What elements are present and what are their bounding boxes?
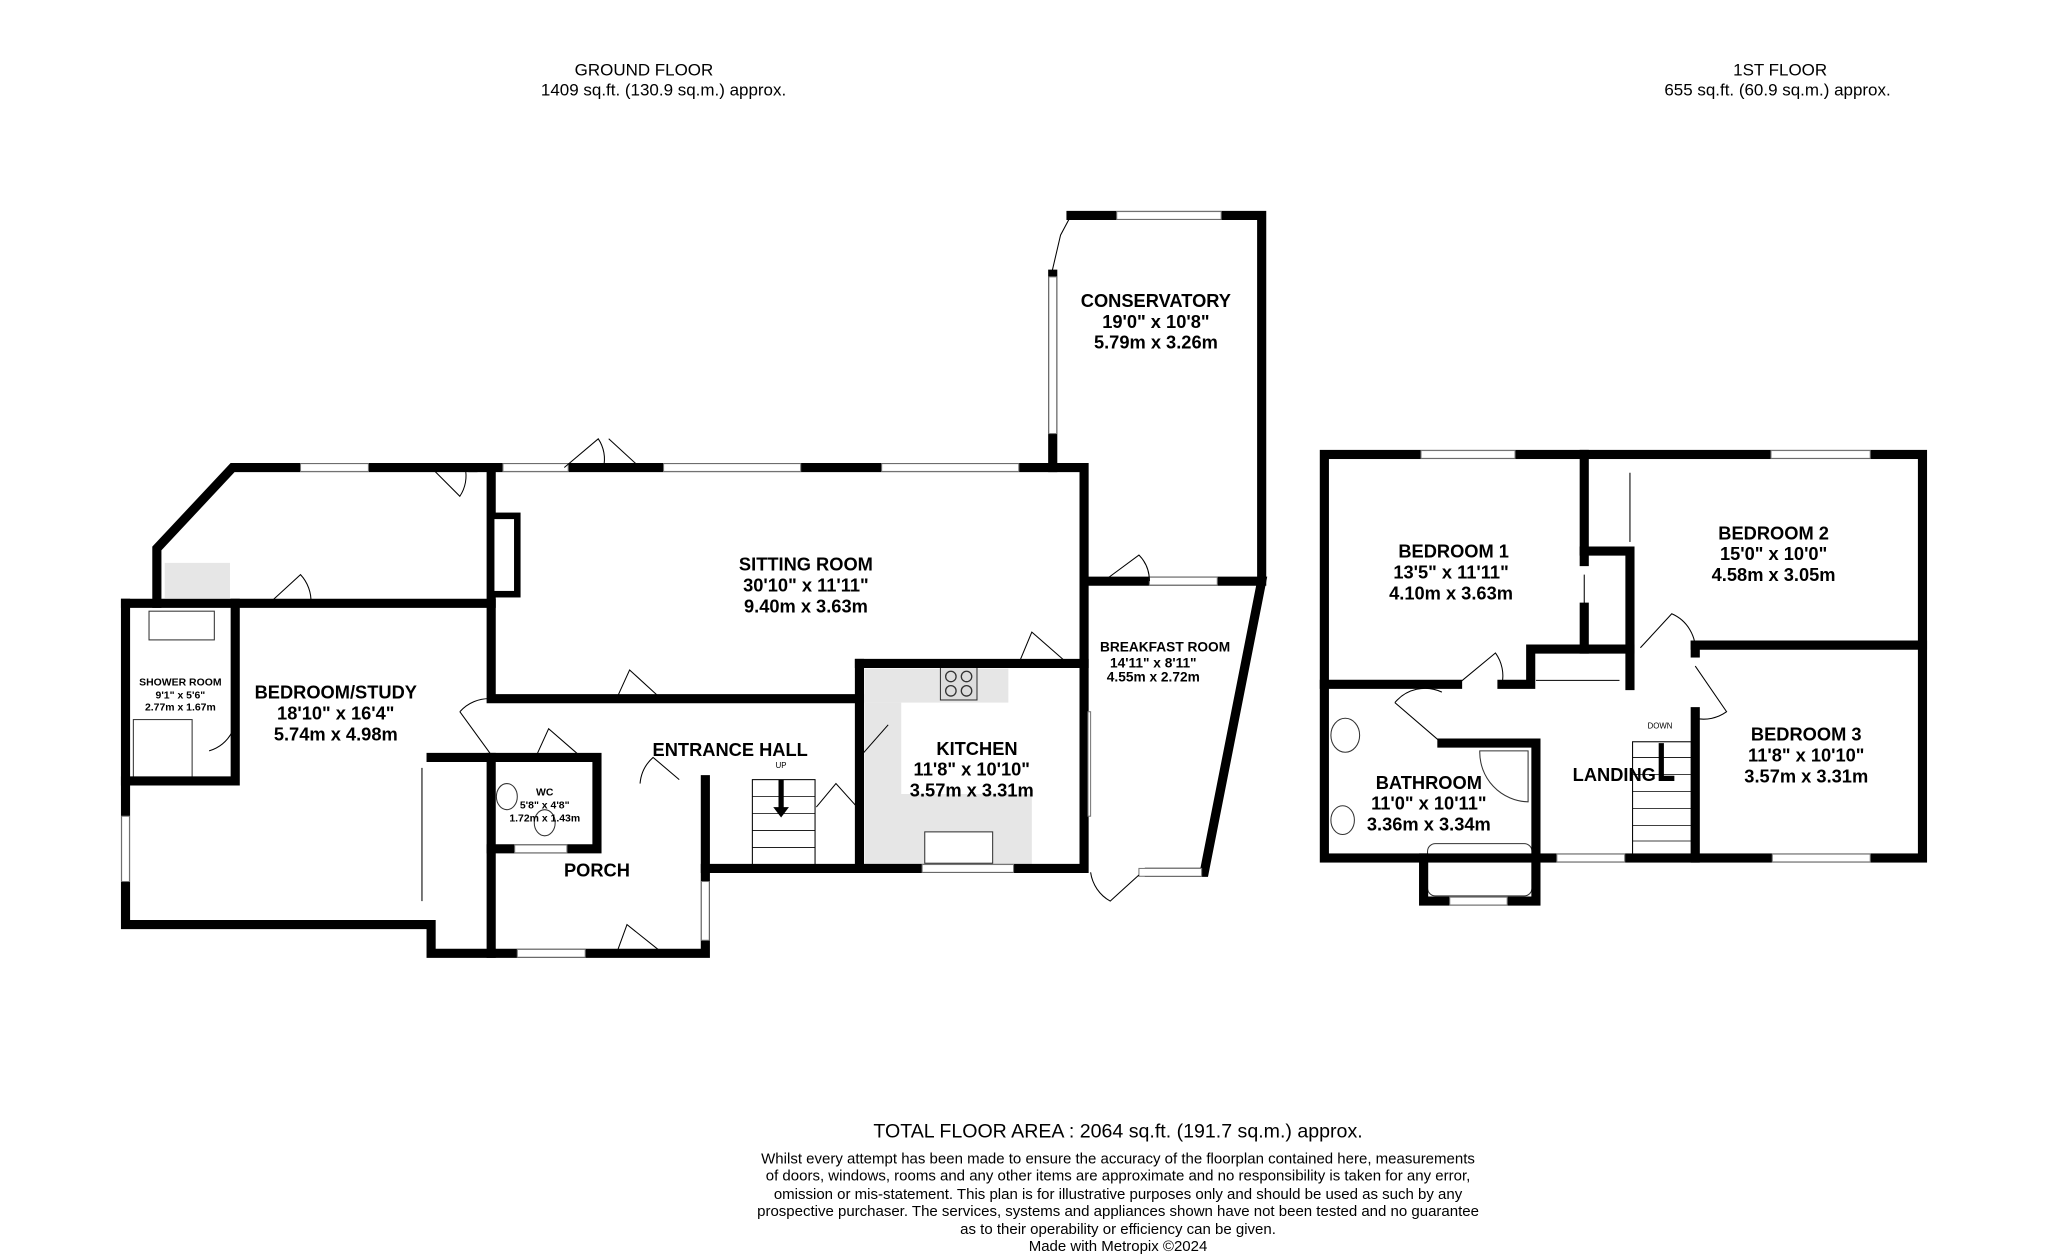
svg-text:5'8" x 4'8": 5'8" x 4'8": [520, 800, 570, 811]
svg-text:BEDROOM/STUDY: BEDROOM/STUDY: [255, 682, 417, 703]
svg-text:BEDROOM 3: BEDROOM 3: [1751, 723, 1862, 744]
disclaimer: Whilst every attempt has been made to en…: [757, 1151, 1479, 1239]
svg-text:BATHROOM: BATHROOM: [1376, 772, 1482, 793]
svg-text:15'0" x 10'0": 15'0" x 10'0": [1720, 543, 1827, 564]
stairs-down[interactable]: [1632, 741, 1692, 858]
svg-text:18'10" x 16'4": 18'10" x 16'4": [277, 703, 394, 724]
first-floor-windows: [1420, 450, 1871, 906]
credit: Made with Metropix ©2024: [1029, 1238, 1208, 1255]
svg-text:13'5" x 11'11": 13'5" x 11'11": [1393, 562, 1508, 583]
svg-text:3.57m x 3.31m: 3.57m x 3.31m: [1744, 765, 1868, 786]
room-entrance-hall: ENTRANCE HALL: [653, 739, 808, 760]
ground-floor-area: 1409 sq.ft. (130.9 sq.m.) approx.: [541, 80, 786, 99]
svg-text:4.58m x 3.05m: 4.58m x 3.05m: [1712, 564, 1836, 585]
svg-text:SHOWER ROOM: SHOWER ROOM: [139, 678, 221, 689]
svg-text:30'10" x 11'11": 30'10" x 11'11": [743, 575, 869, 596]
room-bedroom-study: BEDROOM/STUDY 18'10" x 16'4" 5.74m x 4.9…: [255, 682, 417, 745]
svg-text:1.72m x 1.43m: 1.72m x 1.43m: [509, 813, 580, 824]
ground-floor-walls: [120, 210, 1268, 958]
svg-text:prospective purchaser. The ser: prospective purchaser. The services, sys…: [757, 1203, 1479, 1220]
ground-floor-title: GROUND FLOOR: [575, 61, 714, 80]
svg-text:9'1" x 5'6": 9'1" x 5'6": [156, 691, 206, 702]
room-bedroom-2: BEDROOM 2 15'0" x 10'0" 4.58m x 3.05m: [1712, 522, 1836, 585]
svg-text:3.36m x 3.34m: 3.36m x 3.34m: [1367, 814, 1491, 835]
svg-text:3.57m x 3.31m: 3.57m x 3.31m: [910, 780, 1034, 801]
stairs-up[interactable]: [751, 779, 816, 866]
room-kitchen: KITCHEN 11'8" x 10'10" 3.57m x 3.31m: [910, 738, 1034, 801]
svg-text:KITCHEN: KITCHEN: [936, 738, 1017, 759]
room-bedroom-1: BEDROOM 1 13'5" x 11'11" 4.10m x 3.63m: [1389, 541, 1513, 604]
svg-text:9.40m x 3.63m: 9.40m x 3.63m: [744, 595, 868, 616]
svg-text:WC: WC: [536, 787, 554, 798]
svg-text:4.55m x 2.72m: 4.55m x 2.72m: [1107, 670, 1200, 685]
svg-text:11'0" x 10'11": 11'0" x 10'11": [1371, 793, 1486, 814]
svg-text:omission or mis-statement. Thi: omission or mis-statement. This plan is …: [774, 1186, 1463, 1203]
ground-floor-windows: [121, 211, 1222, 958]
room-conservatory: CONSERVATORY 19'0" x 10'8" 5.79m x 3.26m: [1081, 290, 1231, 353]
svg-text:BEDROOM 2: BEDROOM 2: [1718, 522, 1829, 543]
svg-text:4.10m x 3.63m: 4.10m x 3.63m: [1389, 582, 1513, 603]
room-breakfast-room: BREAKFAST ROOM 14'11" x 8'11" 4.55m x 2.…: [1100, 640, 1230, 685]
room-shower-room: SHOWER ROOM 9'1" x 5'6" 2.77m x 1.67m: [139, 678, 221, 714]
first-floor-fittings: [1330, 717, 1692, 897]
svg-text:19'0" x 10'8": 19'0" x 10'8": [1102, 311, 1209, 332]
room-porch: PORCH: [564, 859, 630, 880]
first-floor-title: 1ST FLOOR: [1733, 61, 1827, 80]
svg-text:as to their operability or eff: as to their operability or efficiency ca…: [960, 1221, 1276, 1238]
first-floor-area: 655 sq.ft. (60.9 sq.m.) approx.: [1664, 80, 1890, 99]
svg-text:BREAKFAST ROOM: BREAKFAST ROOM: [1100, 640, 1230, 655]
stairs-up-label: UP: [776, 761, 787, 770]
svg-text:5.79m x 3.26m: 5.79m x 3.26m: [1094, 332, 1218, 353]
total-floor-area: TOTAL FLOOR AREA : 2064 sq.ft. (191.7 sq…: [873, 1120, 1362, 1142]
svg-text:5.74m x 4.98m: 5.74m x 4.98m: [274, 723, 398, 744]
room-wc: WC 5'8" x 4'8" 1.72m x 1.43m: [509, 787, 580, 824]
ground-floor-doors: [208, 215, 1150, 954]
svg-text:SITTING ROOM: SITTING ROOM: [739, 554, 873, 575]
first-floor-doors: [1394, 472, 1728, 744]
svg-text:11'8" x 10'10": 11'8" x 10'10": [1748, 744, 1864, 765]
ground-floor-fittings: [132, 562, 1032, 866]
stairs-down-label: DOWN: [1648, 722, 1673, 731]
room-sitting-room: SITTING ROOM 30'10" x 11'11" 9.40m x 3.6…: [739, 554, 873, 617]
svg-text:11'8" x 10'10": 11'8" x 10'10": [914, 759, 1030, 780]
svg-text:CONSERVATORY: CONSERVATORY: [1081, 290, 1231, 311]
svg-text:BEDROOM 1: BEDROOM 1: [1398, 541, 1509, 562]
svg-text:Whilst every attempt has been: Whilst every attempt has been made to en…: [761, 1151, 1475, 1168]
room-bathroom: BATHROOM 11'0" x 10'11" 3.36m x 3.34m: [1367, 772, 1491, 835]
svg-text:14'11" x 8'11": 14'11" x 8'11": [1110, 655, 1197, 670]
svg-text:of doors, windows, rooms and a: of doors, windows, rooms and any other i…: [766, 1168, 1471, 1185]
svg-text:2.77m x 1.67m: 2.77m x 1.67m: [145, 702, 216, 713]
room-landing: LANDING: [1573, 764, 1656, 785]
room-bedroom-3: BEDROOM 3 11'8" x 10'10" 3.57m x 3.31m: [1744, 723, 1868, 786]
